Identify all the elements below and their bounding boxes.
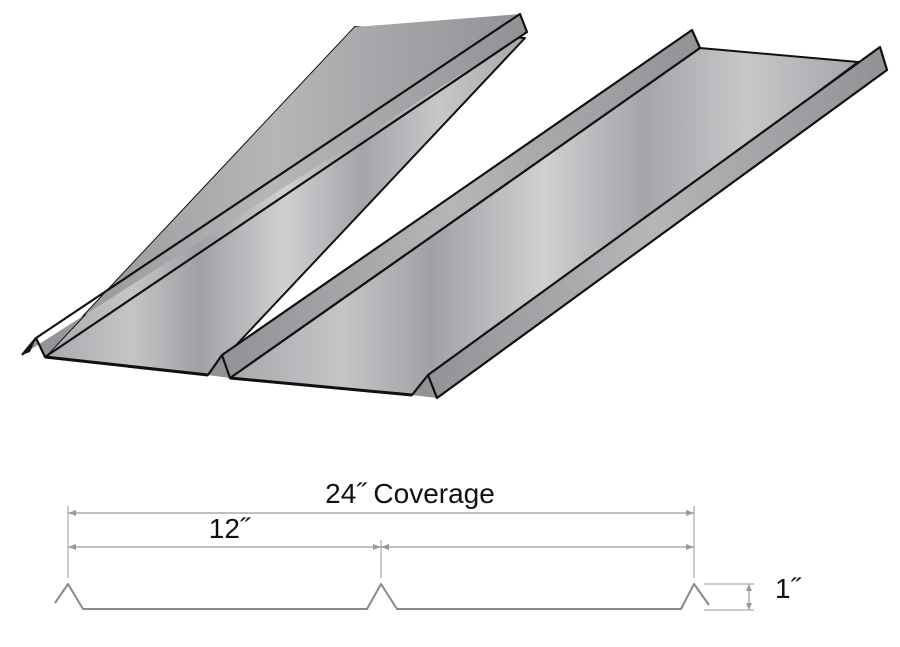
rib-height-bottom-arrow — [746, 603, 752, 610]
panel-profile-line — [54, 583, 710, 610]
rib-spacing-left-arrow — [68, 544, 76, 550]
rib-spacing-label: 12˝ — [209, 513, 251, 544]
rib-height-top-arrow — [746, 584, 752, 591]
left-edge-rib — [22, 14, 527, 357]
right-edge-rib-outline — [411, 45, 889, 400]
panel-profile-dimension-drawing: 24˝ Coverage 12˝ 1˝ — [54, 478, 802, 611]
left-edge-rib-tip — [22, 338, 36, 355]
coverage-left-arrow — [68, 510, 76, 516]
coverage-label: 24˝ Coverage — [325, 478, 495, 509]
roof-panel-3d — [21, 12, 889, 400]
coverage-right-arrow — [686, 510, 694, 516]
right-pan-front-edge — [229, 376, 413, 397]
rib-spacing-center-arrow-left — [373, 544, 381, 550]
rib-height-label: 1˝ — [775, 573, 802, 604]
left-pan-front-edge — [44, 355, 209, 377]
middle-rib — [208, 30, 700, 378]
middle-rib-outline — [207, 28, 702, 380]
rib-spacing-right-arrow — [686, 544, 694, 550]
rib-spacing-center-arrow-right — [381, 544, 389, 550]
right-edge-rib — [412, 47, 887, 398]
